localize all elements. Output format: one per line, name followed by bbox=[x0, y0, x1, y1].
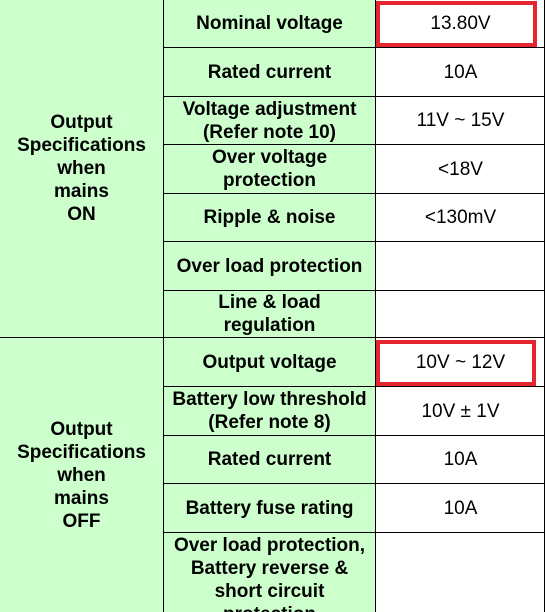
row-label-ripple-noise: Ripple & noise bbox=[164, 194, 375, 241]
row-value-battery-low-threshold: 10V ± 1V bbox=[376, 387, 545, 435]
grid-line bbox=[375, 0, 376, 612]
row-label-battery-low-threshold: Battery low threshold (Refer note 8) bbox=[164, 387, 375, 435]
row-value-over-load-protection bbox=[376, 242, 545, 290]
group-label-mains-on: Output Specifications when mains ON bbox=[0, 0, 163, 337]
row-label-nominal-voltage: Nominal voltage bbox=[164, 0, 375, 47]
grid-line bbox=[163, 47, 545, 48]
section-divider bbox=[0, 337, 545, 338]
grid-line bbox=[163, 290, 545, 291]
row-value-overload-reverse-short-circuit bbox=[376, 533, 545, 612]
row-label-off-rated-current: Rated current bbox=[164, 436, 375, 483]
highlight-box-output-voltage bbox=[376, 340, 536, 386]
group-label-mains-off: Output Specifications when mains OFF bbox=[0, 338, 163, 612]
row-label-rated-current: Rated current bbox=[164, 48, 375, 96]
row-value-output-voltage: 10V ~ 12V bbox=[376, 338, 545, 386]
row-label-voltage-adjustment: Voltage adjustment (Refer note 10) bbox=[164, 97, 375, 144]
row-label-output-voltage: Output voltage bbox=[164, 338, 375, 386]
row-value-over-voltage-protection: <18V bbox=[376, 145, 545, 193]
grid-line bbox=[163, 532, 545, 533]
row-value-ripple-noise: <130mV bbox=[376, 194, 545, 241]
grid-line bbox=[163, 96, 545, 97]
row-label-over-voltage-protection: Over voltage protection bbox=[164, 145, 375, 193]
row-label-over-load-protection: Over load protection bbox=[164, 242, 375, 290]
row-label-battery-fuse-rating: Battery fuse rating bbox=[164, 484, 375, 532]
row-label-overload-reverse-short-circuit: Over load protection, Battery reverse & … bbox=[164, 533, 375, 612]
highlight-box-nominal-voltage bbox=[376, 1, 537, 47]
grid-line bbox=[163, 435, 545, 436]
grid-line bbox=[163, 193, 545, 194]
row-label-line-load-regulation: Line & load regulation bbox=[164, 291, 375, 337]
grid-line bbox=[163, 144, 545, 145]
grid-line bbox=[163, 0, 164, 612]
grid-line bbox=[163, 483, 545, 484]
row-value-line-load-regulation bbox=[376, 291, 545, 337]
row-value-off-rated-current: 10A bbox=[376, 436, 545, 483]
grid-line bbox=[163, 241, 545, 242]
row-value-voltage-adjustment: 11V ~ 15V bbox=[376, 97, 545, 144]
row-value-nominal-voltage: 13.80V bbox=[376, 0, 545, 47]
grid-line bbox=[163, 386, 545, 387]
row-value-battery-fuse-rating: 10A bbox=[376, 484, 545, 532]
row-value-rated-current: 10A bbox=[376, 48, 545, 96]
